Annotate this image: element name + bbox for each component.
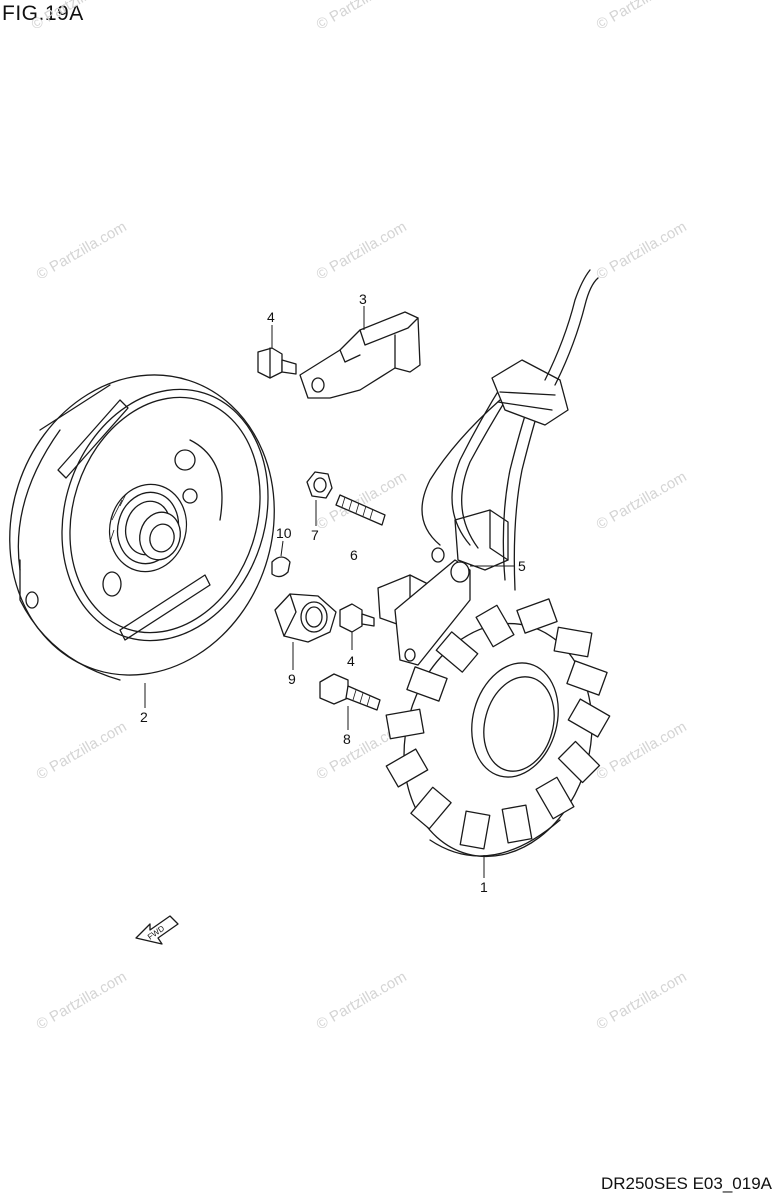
- callout-2: 2: [140, 709, 148, 725]
- watermark-12: © Partzilla.com: [594, 718, 690, 783]
- part-stud[interactable]: [335, 494, 386, 526]
- callout-9: 9: [288, 671, 296, 687]
- fwd-arrow: FWD: [135, 915, 179, 945]
- leader-lines: [144, 306, 515, 878]
- callout-4-lower: 4: [347, 653, 355, 669]
- part-stator[interactable]: [379, 598, 618, 878]
- callout-5: 5: [518, 558, 526, 574]
- stator-coils: [385, 598, 611, 850]
- watermark-4: © Partzilla.com: [34, 218, 130, 283]
- callout-6: 6: [350, 547, 358, 563]
- wiring-harness: [421, 269, 599, 591]
- callouts: 1 2 3 4 4 5 6 7 8 9 10: [140, 291, 526, 895]
- watermark-13: © Partzilla.com: [34, 968, 130, 1033]
- part-bolt-upper[interactable]: [257, 347, 297, 379]
- callout-4-upper: 4: [267, 309, 275, 325]
- part-nut-small[interactable]: [306, 471, 333, 499]
- watermark-3: © Partzilla.com: [594, 0, 690, 33]
- watermark-6: © Partzilla.com: [594, 218, 690, 283]
- figure-title: FIG.19A: [2, 2, 84, 25]
- callout-8: 8: [343, 731, 351, 747]
- callout-7: 7: [311, 527, 319, 543]
- watermark-15: © Partzilla.com: [594, 968, 690, 1033]
- diagram-code: DR250SES E03_019A: [600, 1174, 772, 1193]
- watermark-2: © Partzilla.com: [314, 0, 410, 33]
- part-bolt-long[interactable]: [319, 673, 381, 711]
- part-bolt-lower[interactable]: [339, 603, 375, 633]
- watermark-10: © Partzilla.com: [34, 718, 130, 783]
- part-pickup-coil[interactable]: [377, 509, 509, 666]
- watermark-14: © Partzilla.com: [314, 968, 410, 1033]
- part-woodruff-key[interactable]: [271, 556, 291, 578]
- part-rotor[interactable]: [0, 340, 313, 709]
- watermark-1: © Partzilla.com: [29, 0, 125, 33]
- callout-10: 10: [276, 525, 292, 541]
- part-rotor-nut[interactable]: [274, 593, 337, 643]
- watermark-9: © Partzilla.com: [594, 468, 690, 533]
- watermark-5: © Partzilla.com: [314, 218, 410, 283]
- part-bracket[interactable]: [299, 311, 421, 399]
- callout-1: 1: [480, 879, 488, 895]
- callout-3: 3: [359, 291, 367, 307]
